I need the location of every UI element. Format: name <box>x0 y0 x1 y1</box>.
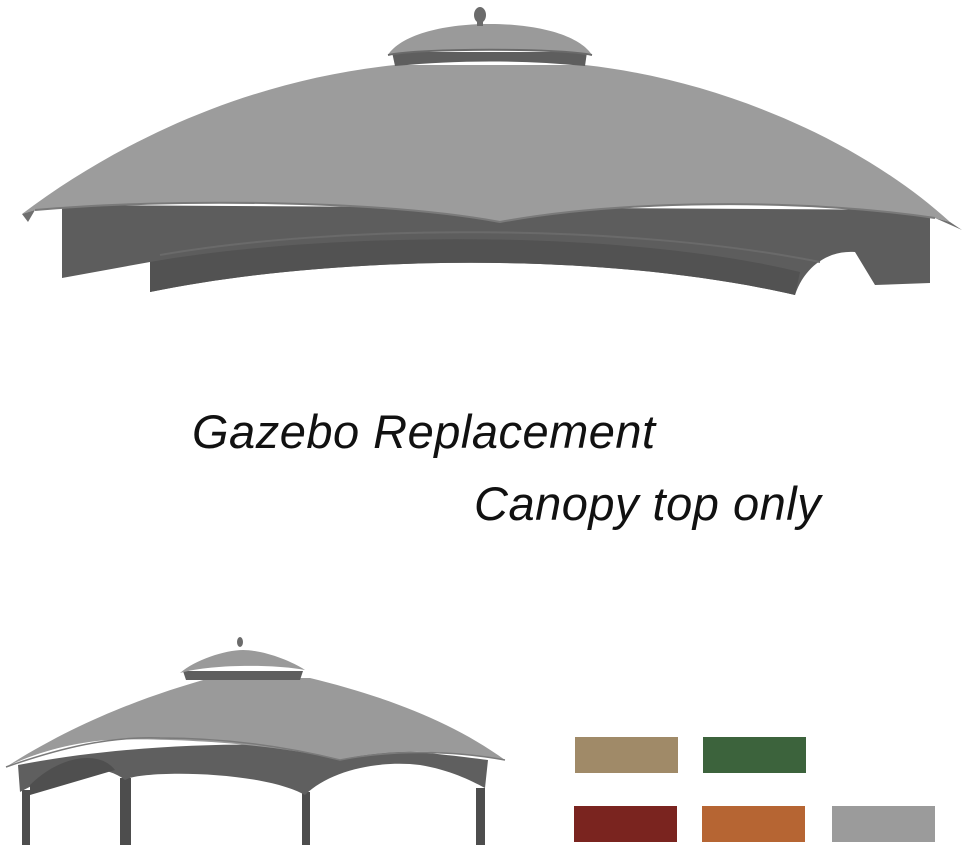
color-swatch-gray[interactable] <box>832 806 935 842</box>
color-swatch-orange[interactable] <box>702 806 805 842</box>
gazebo-assembled-illustration <box>0 620 560 852</box>
color-swatch-tan[interactable] <box>575 737 678 773</box>
color-swatch-green[interactable] <box>703 737 806 773</box>
headline-line-2: Canopy top only <box>474 477 822 530</box>
color-swatch-red[interactable] <box>574 806 677 842</box>
headline-line-1: Gazebo Replacement <box>192 405 656 458</box>
canopy-top-illustration <box>0 0 971 310</box>
